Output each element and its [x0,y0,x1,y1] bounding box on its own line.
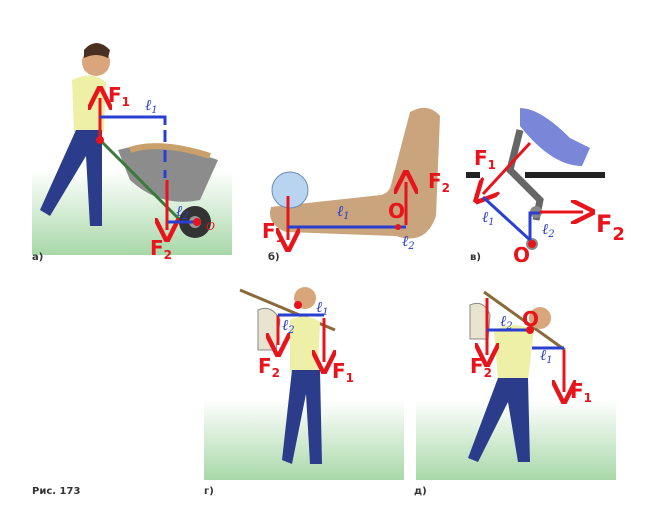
label-l1-sub: 1 [151,105,157,116]
svg-text:ℓ2: ℓ2 [542,220,555,240]
label-f1: F [262,219,276,243]
label-f2-sub: 2 [612,224,625,245]
label-f2: F [258,354,272,378]
panel-v-pedal: F1 F2 ℓ1 ℓ2 O в) [466,108,625,267]
grass-background [204,400,404,480]
label-l1-sub: 1 [322,307,328,318]
svg-text:F2: F2 [258,354,280,380]
label-l2-sub: 2 [287,325,294,336]
label-f1-sub: 1 [346,371,354,385]
label-l1-sub: 1 [488,217,494,228]
label-f1-sub: 1 [488,158,496,172]
pedal-illustration [466,108,605,250]
svg-text:ℓ2: ℓ2 [500,312,513,332]
panel-a-wheelbarrow: F1 F2 ℓ1 ℓ2 O а) [32,43,232,263]
svg-text:ℓ1: ℓ1 [145,96,158,116]
svg-text:ℓ1: ℓ1 [540,346,553,366]
label-pivot-o: O [206,220,215,233]
label-f1: F [332,359,346,383]
panel-label-g: г) [204,486,214,497]
label-f1: F [474,146,488,170]
svg-text:ℓ2: ℓ2 [282,316,295,336]
label-f2-sub: 2 [164,248,172,262]
panel-label-a: а) [32,252,43,263]
label-f2-sub: 2 [484,366,492,380]
label-l2-sub: 2 [407,241,414,252]
man-with-bundle-illustration [468,290,566,462]
handle-point [96,136,104,144]
panel-label-d: д) [414,486,427,497]
label-l2: ℓ [402,232,408,250]
label-l2: ℓ [176,202,182,220]
pivot-point [193,218,201,226]
label-l1: ℓ [337,202,343,220]
svg-text:F1: F1 [108,83,130,109]
label-l1: ℓ [145,96,151,114]
pivot-point [528,240,536,248]
svg-text:F1: F1 [262,219,284,245]
pivot-point [294,301,302,309]
svg-text:ℓ1: ℓ1 [316,298,329,318]
svg-text:F1: F1 [474,146,496,172]
label-pivot-o: O [513,243,530,267]
svg-text:F1: F1 [332,359,354,385]
figure-caption: Рис. 173 [32,486,80,497]
svg-text:ℓ2: ℓ2 [176,202,189,222]
label-l2: ℓ [500,312,506,330]
panel-d-stick: O F2 F1 ℓ2 ℓ1 д) [414,290,616,497]
panel-b-arm: F1 F2 ℓ1 ℓ2 O б) [262,107,450,263]
svg-text:F2: F2 [150,236,172,262]
label-f1: F [108,83,122,107]
label-pivot-o: O [522,307,539,331]
label-f2-sub: 2 [272,366,280,380]
panel-label-v: в) [470,252,481,263]
label-f2: F [428,169,442,193]
panel-label-b: б) [268,251,280,263]
arm-l1-line [481,195,532,242]
label-f1: F [570,379,584,403]
label-l2-sub: 2 [181,211,188,222]
panel-g-stick: F2 F1 ℓ1 ℓ2 г) [204,287,404,497]
label-l2: ℓ [542,220,548,238]
label-f2-sub: 2 [442,181,450,195]
label-f1-sub: 1 [276,231,284,245]
arm-l1-line [100,115,167,125]
label-f1-sub: 1 [584,391,592,405]
label-l1-sub: 1 [343,211,349,222]
label-l2-sub: 2 [547,229,554,240]
pivot-point [526,326,534,334]
pivot-point [395,224,401,230]
svg-text:F2: F2 [470,354,492,380]
label-l1: ℓ [316,298,322,316]
svg-text:ℓ1: ℓ1 [482,208,495,228]
label-pivot-o: O [388,199,405,223]
label-l1-sub: 1 [546,355,552,366]
arm-l2-line [528,211,540,240]
arm-illustration [270,107,440,239]
label-f1-sub: 1 [122,95,130,109]
svg-text:ℓ1: ℓ1 [337,202,350,222]
label-f2: F [150,236,164,260]
label-l1: ℓ [540,346,546,364]
label-l1: ℓ [482,208,488,226]
svg-text:ℓ2: ℓ2 [402,232,415,252]
svg-text:F2: F2 [428,169,450,195]
label-l2-sub: 2 [505,321,512,332]
svg-text:F2: F2 [596,210,625,245]
force-f1-arrow [483,141,532,194]
label-l2: ℓ [282,316,288,334]
label-f2: F [470,354,484,378]
label-f2: F [596,210,612,238]
svg-text:F1: F1 [570,379,592,405]
